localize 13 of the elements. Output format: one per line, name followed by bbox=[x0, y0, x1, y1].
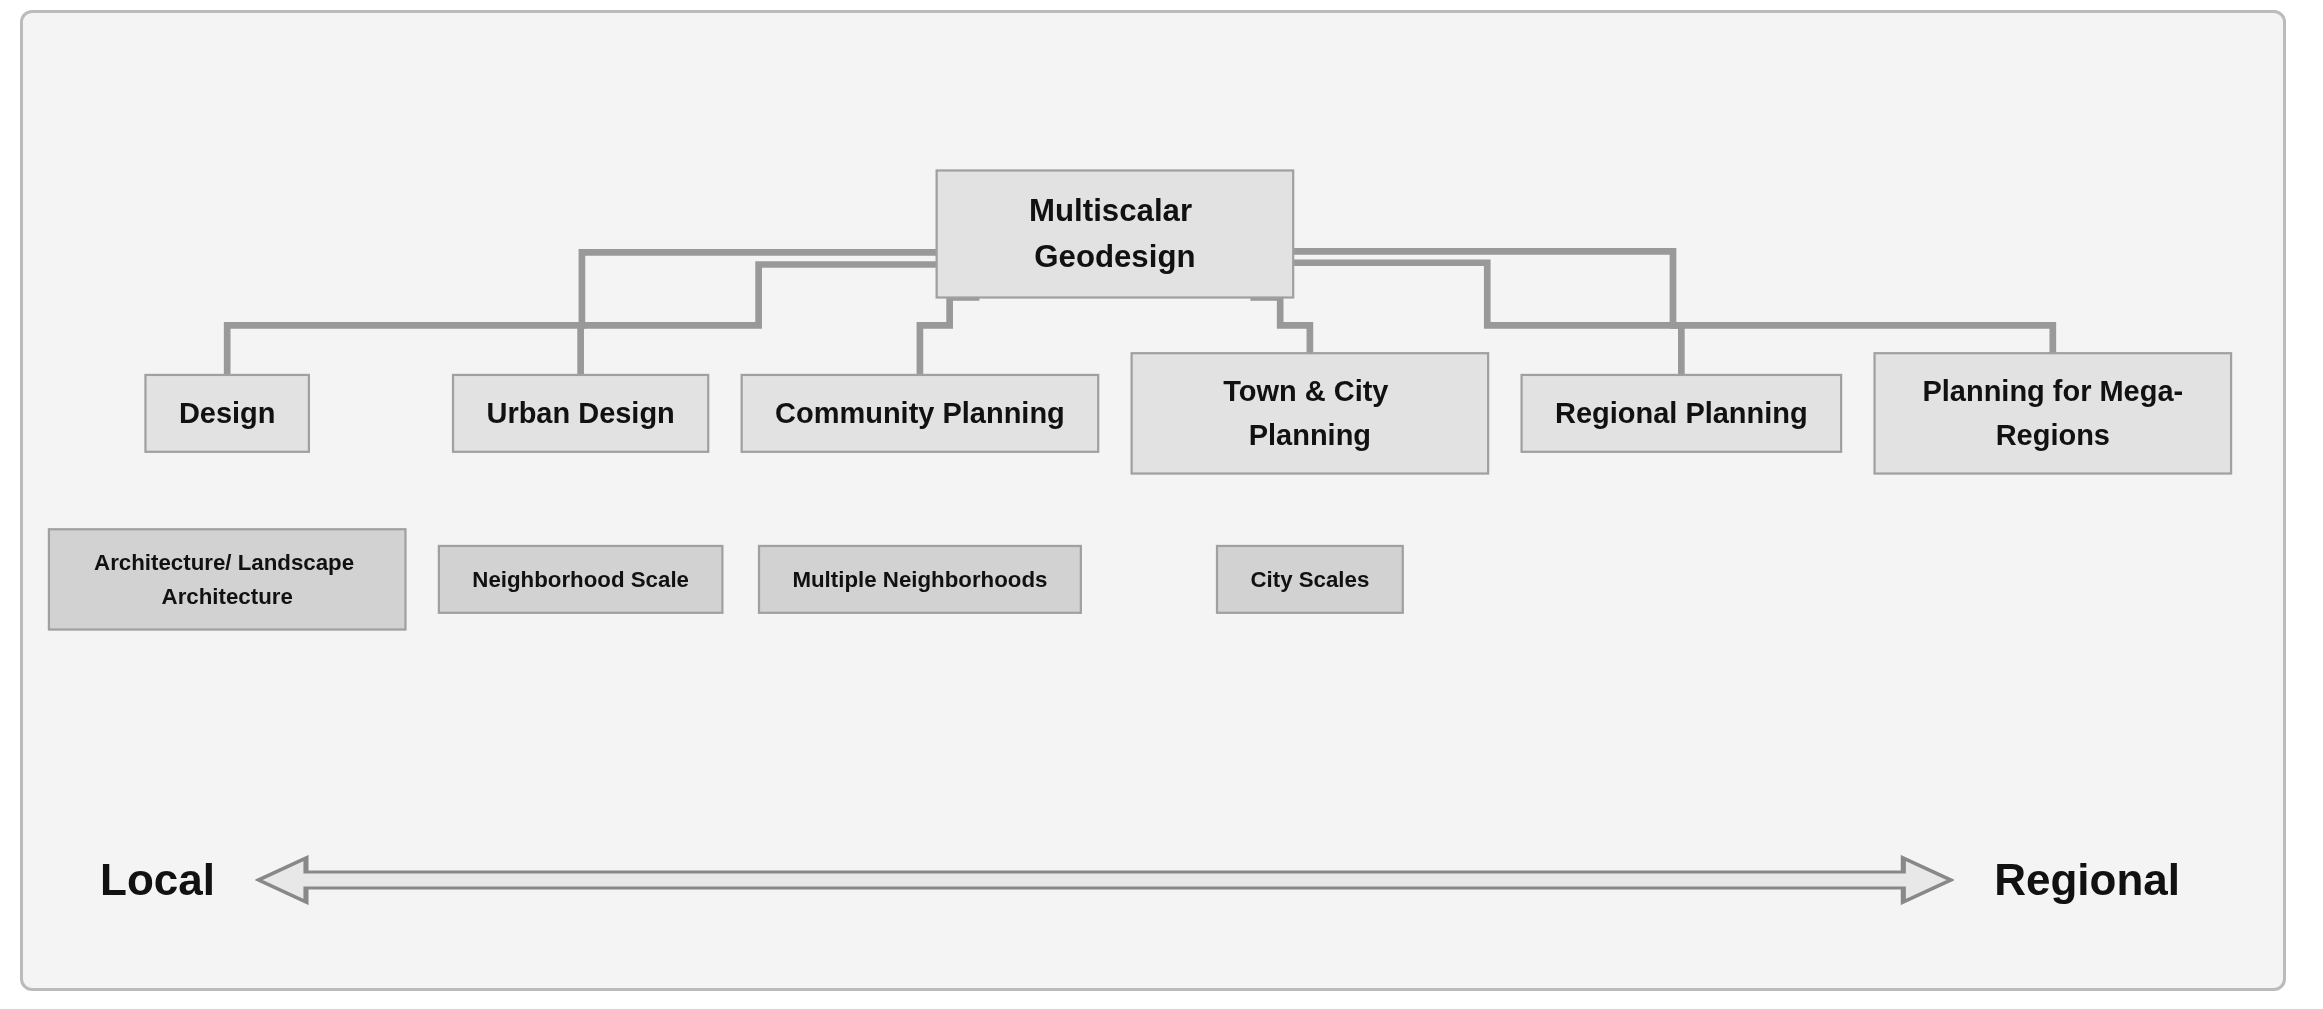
node-box: Urban Design bbox=[451, 373, 710, 453]
node-box: Multiple Neighborhoods bbox=[757, 544, 1082, 614]
scale-label: Local bbox=[100, 855, 215, 905]
node-box: Architecture/ Landscape Architecture bbox=[47, 528, 407, 631]
node-box: Neighborhood Scale bbox=[437, 544, 724, 614]
node-box: Multiscalar Geodesign bbox=[935, 169, 1295, 299]
node-box: Planning for Mega-Regions bbox=[1873, 352, 2233, 475]
node-box: Community Planning bbox=[740, 373, 1100, 453]
node-box: Regional Planning bbox=[1520, 373, 1843, 453]
node-box: Design bbox=[144, 373, 310, 453]
node-box: Town & City Planning bbox=[1130, 352, 1490, 475]
scale-label: Regional bbox=[1994, 855, 2180, 905]
node-box: City Scales bbox=[1215, 544, 1404, 614]
